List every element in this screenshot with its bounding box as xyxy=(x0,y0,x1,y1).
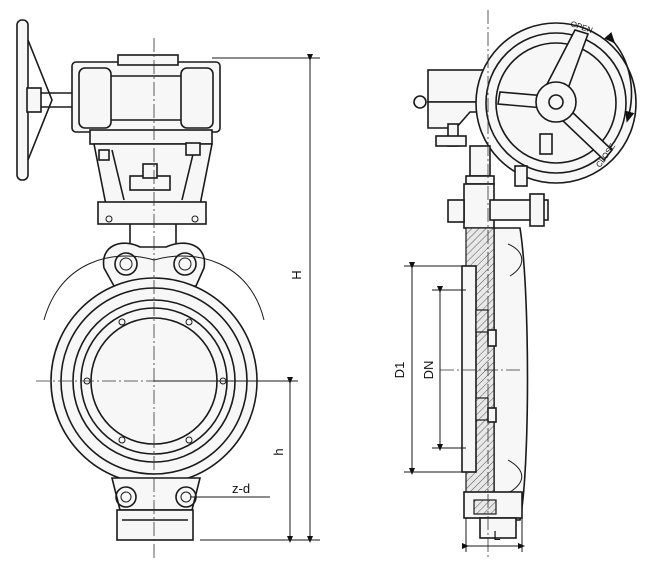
bracket-yoke xyxy=(93,142,213,248)
label-z-d: z-d xyxy=(232,481,250,496)
gearbox-top xyxy=(71,54,221,145)
label-h: h xyxy=(271,448,286,455)
bolt-hole-leader: z-d xyxy=(190,481,270,498)
front-view: H h z-d xyxy=(16,19,320,558)
side-view: OPEN CLOSE xyxy=(392,10,637,558)
dimension-DN: DN xyxy=(421,286,466,451)
dimension-L: L xyxy=(462,518,525,552)
dimension-H: H xyxy=(200,54,320,543)
dimension-D1: D1 xyxy=(392,262,462,475)
side-body-section xyxy=(461,227,529,539)
label-H: H xyxy=(289,270,304,279)
side-neck xyxy=(447,133,553,229)
label-L: L xyxy=(493,528,500,543)
label-D1: D1 xyxy=(392,362,407,379)
handwheel-side xyxy=(16,19,72,181)
dimension-h: h xyxy=(154,377,298,543)
label-DN: DN xyxy=(421,361,436,380)
handwheel-front: OPEN CLOSE xyxy=(475,19,637,184)
lower-lugs xyxy=(110,477,202,541)
